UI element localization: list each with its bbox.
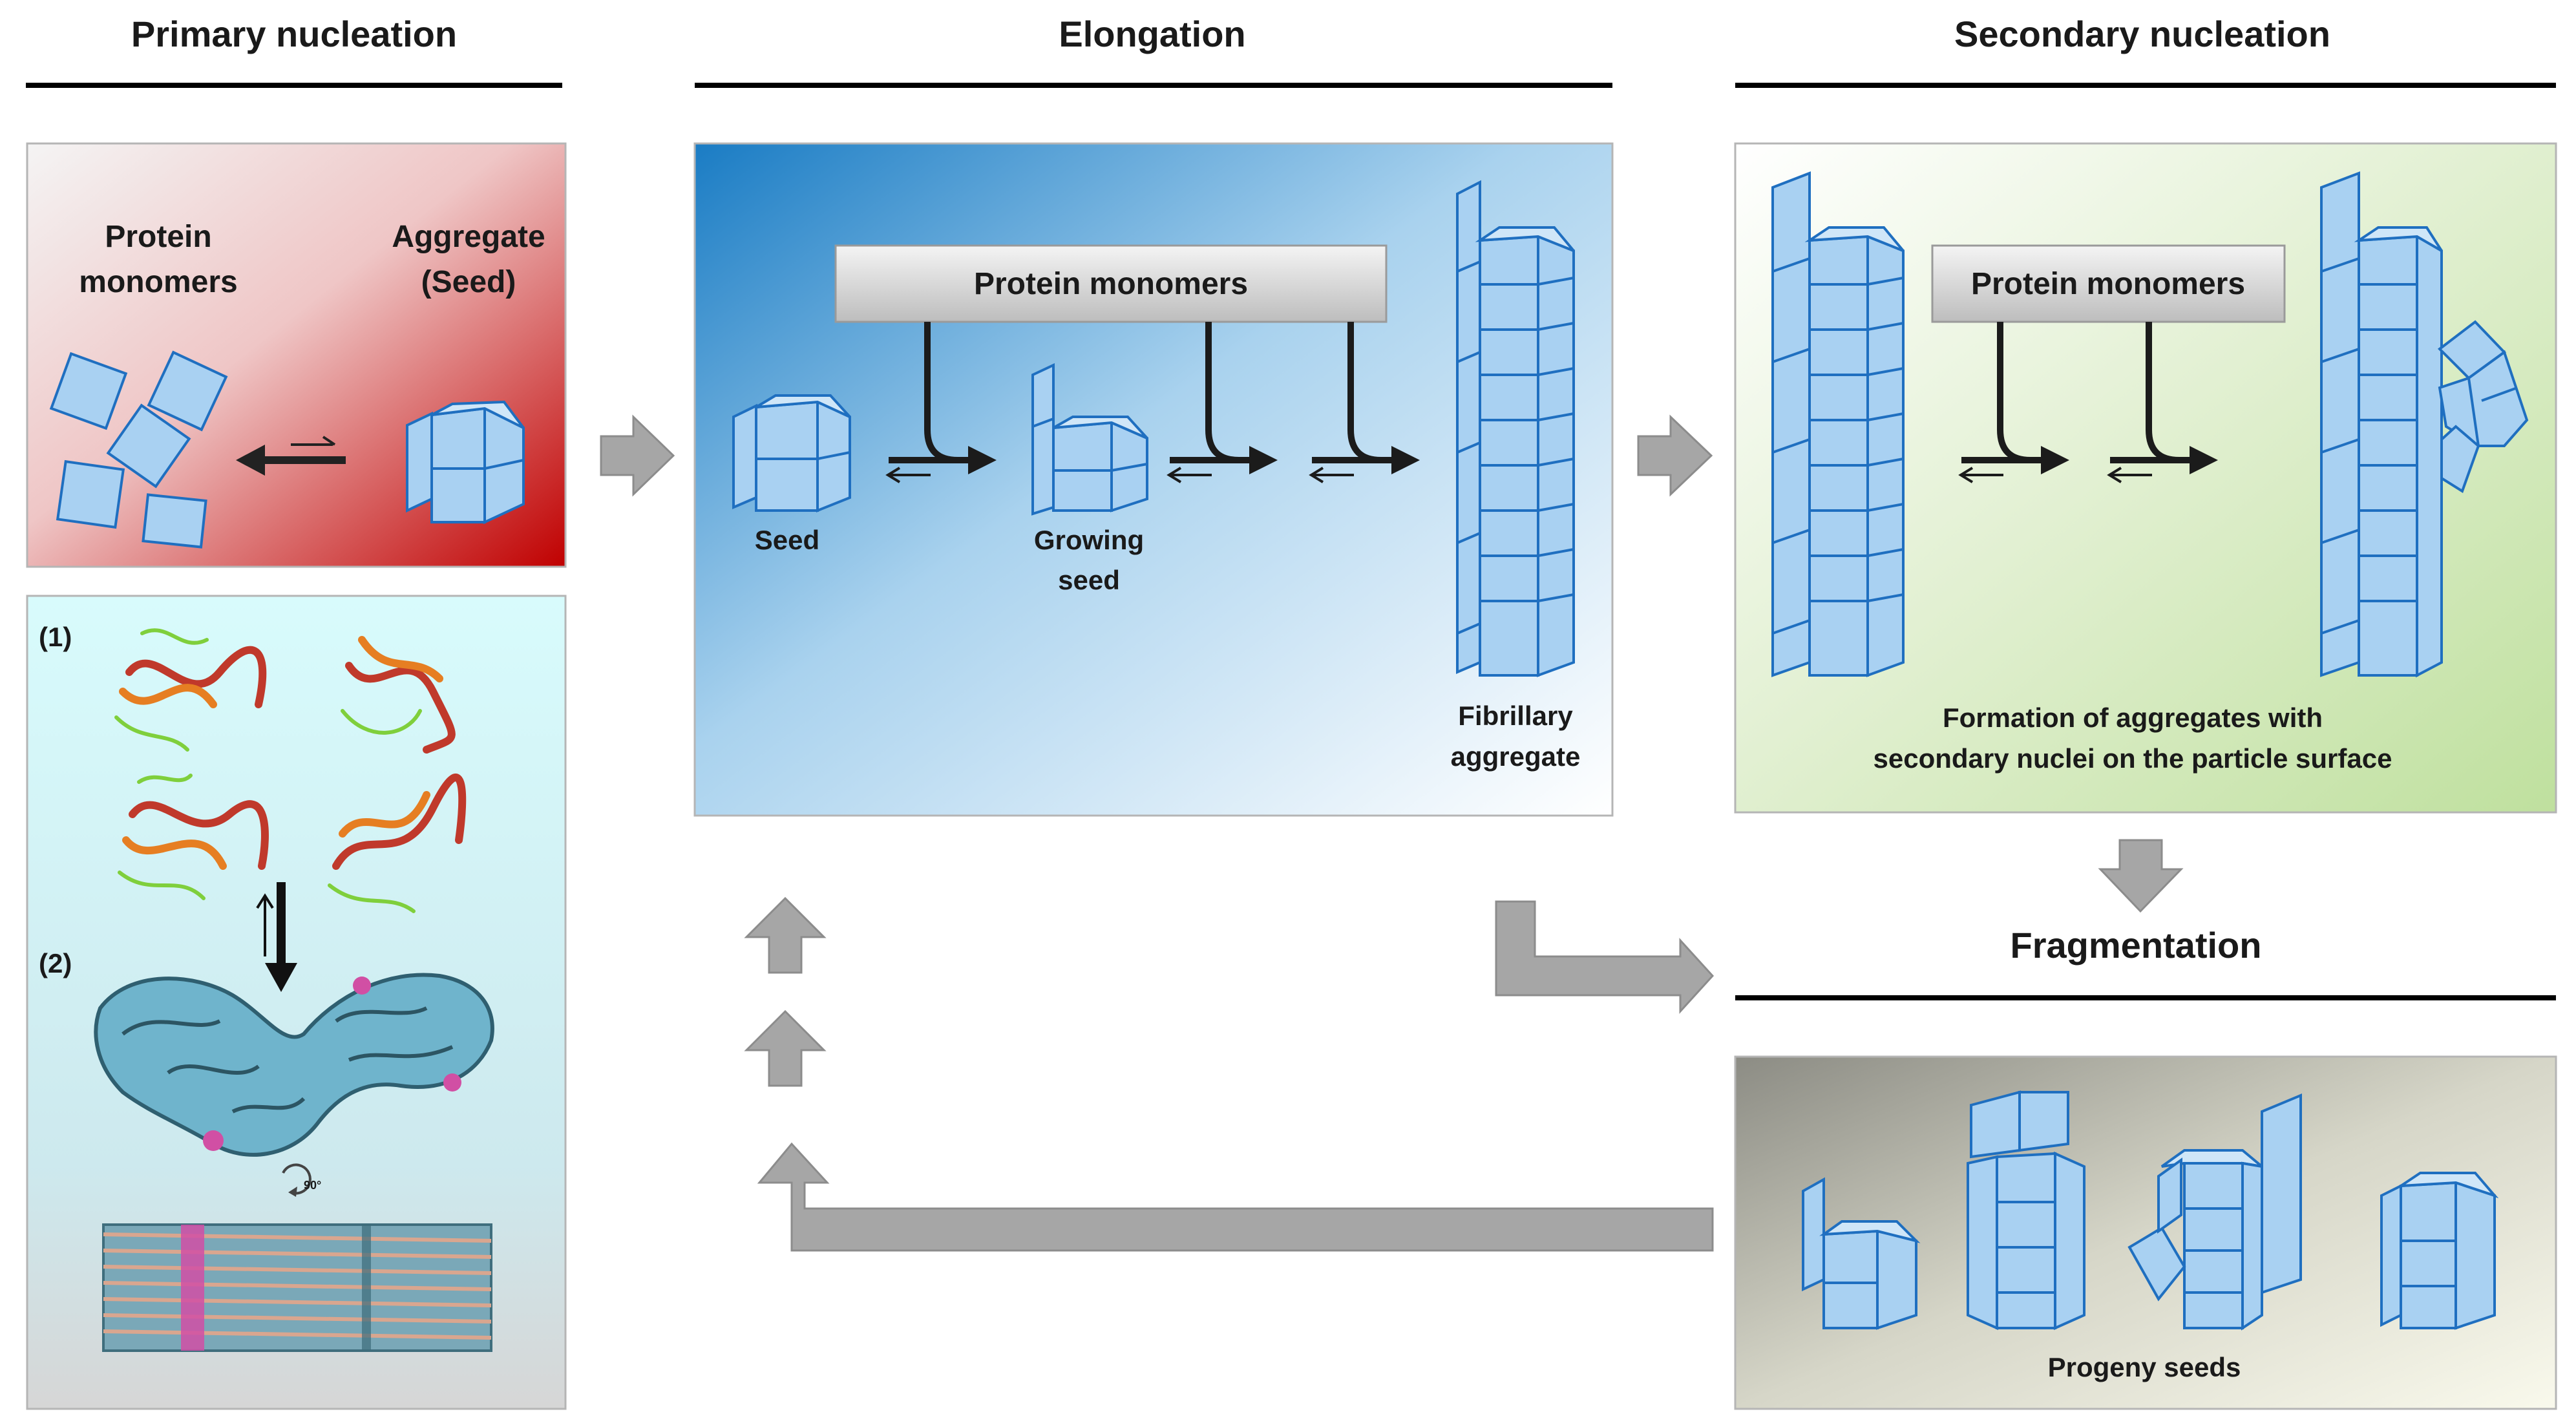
arrow-secondary-to-fragmentation (2098, 839, 2184, 913)
secondary-monomer-bar (1931, 244, 2286, 323)
equilibrium-arrow-primary (236, 436, 346, 476)
feed-arrow (1309, 322, 1420, 483)
progeny-seeds-caption: Progeny seeds (2048, 1352, 2241, 1382)
progeny-seed (1802, 1177, 1921, 1330)
oligomer-surface (94, 973, 494, 1157)
header-rule-secondary (1735, 83, 2556, 88)
secondary-caption-line1: Formation of aggregates with (1943, 702, 2323, 733)
monomers-label-line1: Protein (105, 220, 211, 254)
aggregate-label-line1: Aggregate (392, 220, 545, 254)
header-primary-nucleation: Primary nucleation (131, 14, 457, 54)
header-rule-elongation (695, 83, 1612, 88)
feed-arrow (2107, 322, 2218, 483)
progeny-seed (1967, 1090, 2085, 1331)
fibrillary-aggregate (1456, 180, 1575, 677)
header-elongation: Elongation (1059, 14, 1245, 54)
fibril-stack (102, 1223, 492, 1352)
feed-arrow (1958, 322, 2069, 483)
protein-ribbon (118, 774, 269, 900)
monomers-label-line2: monomers (79, 265, 237, 299)
secondary-fibril-left (1771, 171, 1905, 677)
header-rule-fragmentation (1735, 995, 2556, 1000)
monomer-square (49, 352, 128, 430)
header-rule-primary (26, 83, 562, 88)
secondary-monomer-bar-label: Protein monomers (1971, 267, 2245, 301)
growing-seed-label-line2: seed (1058, 565, 1120, 595)
monomer-square (142, 493, 207, 549)
monomer-square (147, 350, 228, 432)
secondary-arrows (1958, 322, 2218, 483)
protein-ribbon (328, 774, 467, 913)
protein-ribbon (114, 628, 267, 752)
structure-label-1: (1) (39, 622, 72, 652)
rotation-icon (282, 1163, 311, 1197)
arrow-primary-to-elongation (600, 414, 675, 497)
fibrillary-aggregate-label-line1: Fibrillary (1458, 701, 1573, 731)
header-fragmentation: Fragmentation (2011, 925, 2262, 966)
monomer-square (106, 403, 191, 489)
growing-seed-label-line1: Growing (1034, 525, 1144, 555)
seed-hexagon-primary (406, 400, 525, 525)
equilibrium-arrow-structure (256, 882, 297, 992)
secondary-nucleus (2437, 320, 2529, 494)
arrow-up-lower (744, 1009, 827, 1087)
rotation-label: 90° (304, 1179, 321, 1192)
growing-seed (1031, 363, 1148, 516)
arrow-elongation-to-fragmentation (1495, 900, 1715, 1014)
protein-monomer-ribbons (114, 628, 467, 913)
feed-arrow (885, 322, 997, 483)
protein-ribbon (341, 636, 456, 754)
progeny-seed (2127, 1093, 2302, 1331)
arrow-fragmentation-to-elongation (757, 1142, 1714, 1252)
monomer-squares (49, 350, 228, 549)
secondary-caption-line2: secondary nuclei on the particle surface (1874, 743, 2392, 774)
arrow-elongation-to-secondary (1637, 414, 1713, 497)
header-secondary-nucleation: Secondary nucleation (1954, 14, 2330, 54)
secondary-fibril-right (2320, 171, 2443, 678)
elongation-monomer-bar (834, 244, 1388, 323)
aggregate-label-line2: (Seed) (421, 265, 516, 299)
feed-arrow (1167, 322, 1278, 483)
elongation-seed (732, 394, 851, 512)
seed-label: Seed (755, 525, 819, 555)
elongation-monomer-bar-label: Protein monomers (974, 267, 1248, 301)
elongation-arrows (885, 322, 1420, 483)
structure-label-2: (2) (39, 948, 72, 978)
flow-arrows (600, 414, 2184, 1252)
fibrillary-aggregate-label-line2: aggregate (1451, 741, 1581, 772)
monomer-square (56, 459, 125, 529)
progeny-seed (2380, 1172, 2499, 1330)
arrow-up-upper (744, 896, 827, 974)
